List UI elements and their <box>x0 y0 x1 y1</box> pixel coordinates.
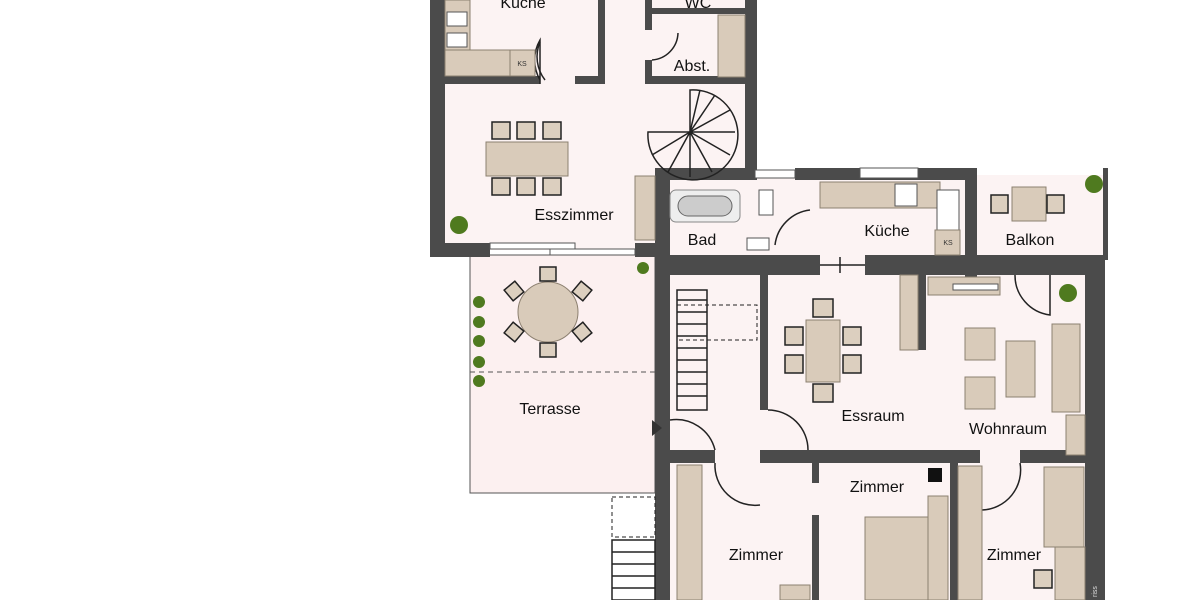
label-balkon: Balkon <box>1006 232 1055 249</box>
kitchen-top-furniture: KS <box>444 0 746 78</box>
label-essraum: Essraum <box>841 408 904 425</box>
balcony-table <box>990 186 1065 222</box>
living-room-furniture <box>927 276 1086 456</box>
bathroom-fixtures <box>669 189 774 251</box>
fridge-label: KS <box>517 61 527 68</box>
label-zimmer: Zimmer <box>850 479 905 496</box>
label-terrasse: Terrasse <box>519 401 580 418</box>
window <box>859 167 919 179</box>
label-bad: Bad <box>688 232 716 249</box>
bedroom-furniture <box>676 464 1086 600</box>
label-zimmer: Zimmer <box>987 547 1042 564</box>
label-kueche: Küche <box>864 223 909 240</box>
window <box>489 242 576 250</box>
walls <box>430 0 1108 600</box>
label-kueche-top: Küche <box>500 0 545 12</box>
watermark: riss <box>1092 586 1099 597</box>
fridge-label: KS <box>943 240 953 247</box>
stair-dashed <box>611 304 758 538</box>
chimney-icon <box>928 468 942 482</box>
label-abst: Abst. <box>674 58 710 75</box>
dining-table-essraum <box>784 274 919 403</box>
entrance-arrow-icon <box>652 420 662 436</box>
room-labels: Küche WC Abst. Esszimmer Bad Küche Balko… <box>500 0 1099 597</box>
label-wohnraum: Wohnraum <box>969 421 1047 438</box>
window <box>754 169 796 179</box>
doors <box>533 32 1051 511</box>
spiral-staircase <box>647 89 739 181</box>
label-wc: WC <box>685 0 712 12</box>
kitchen-furniture: KS <box>819 181 961 256</box>
label-esszimmer: Esszimmer <box>534 207 614 224</box>
dining-table-esszimmer <box>485 121 656 241</box>
plant-icons <box>450 175 1103 387</box>
window <box>549 248 636 256</box>
staircase <box>611 289 708 600</box>
label-zimmer: Zimmer <box>729 547 784 564</box>
round-table-terrace <box>503 266 593 358</box>
